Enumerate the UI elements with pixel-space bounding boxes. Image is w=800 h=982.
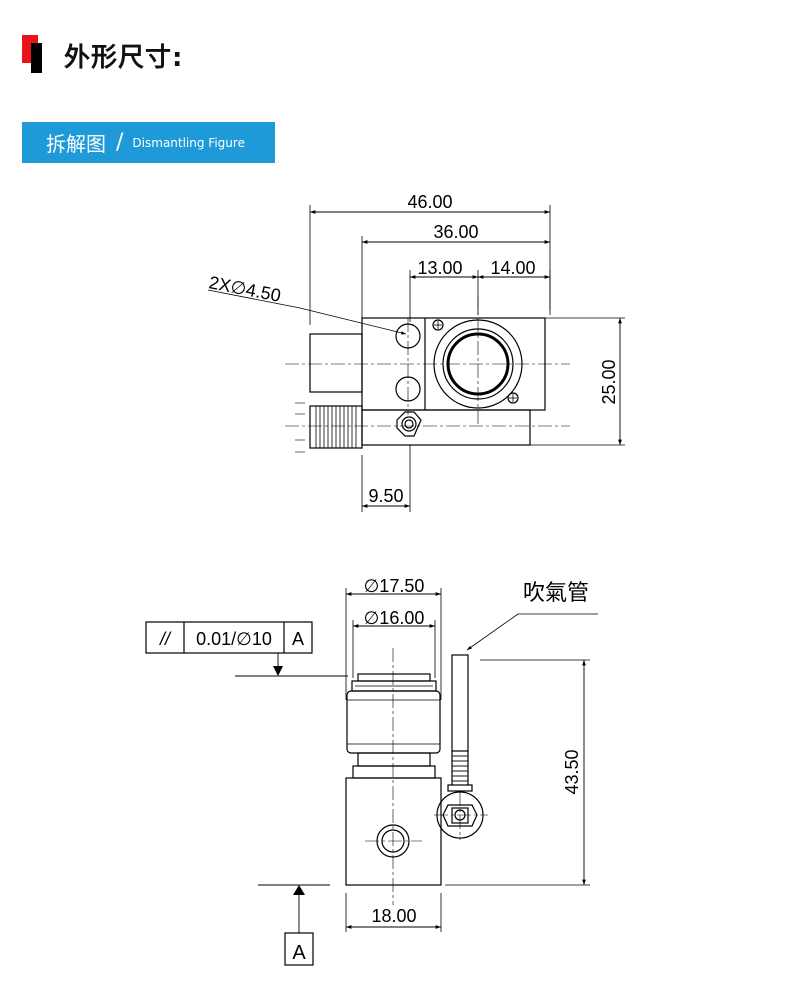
tolerance-value: 0.01/∅10 xyxy=(196,629,272,649)
dim-left-offset: 13.00 xyxy=(417,258,462,278)
dim-overall-width: 46.00 xyxy=(407,192,452,212)
parallelism-symbol: // xyxy=(158,629,172,649)
dim-base-offset: 9.50 xyxy=(368,486,403,506)
banner-separator: / xyxy=(116,130,124,155)
dismantling-figure-banner: 拆解图 / Dismantling Figure xyxy=(22,122,275,163)
dim-outer-diameter: ∅17.50 xyxy=(364,576,425,596)
page-title: 外形尺寸: xyxy=(64,43,184,73)
blow-tube-label: 吹氣管 xyxy=(523,580,589,605)
black-accent-bar xyxy=(31,43,42,73)
dim-inner-diameter: ∅16.00 xyxy=(364,608,425,628)
dim-right-offset: 14.00 xyxy=(490,258,535,278)
dim-body-width-bottom: 18.00 xyxy=(371,906,416,926)
tolerance-datum: A xyxy=(292,629,304,649)
banner-label-en: Dismantling Figure xyxy=(132,135,245,150)
dim-body-width: 36.00 xyxy=(433,222,478,242)
dim-side-height: 43.50 xyxy=(562,749,582,794)
banner-label-zh: 拆解图 xyxy=(46,132,106,156)
top-view xyxy=(207,205,625,512)
datum-a-label: A xyxy=(292,942,306,964)
dim-top-height: 25.00 xyxy=(599,359,619,404)
side-view xyxy=(145,588,598,966)
section-title: 外形尺寸: xyxy=(22,35,322,75)
dim-hole-diameter: 2X∅4.50 xyxy=(207,272,282,306)
